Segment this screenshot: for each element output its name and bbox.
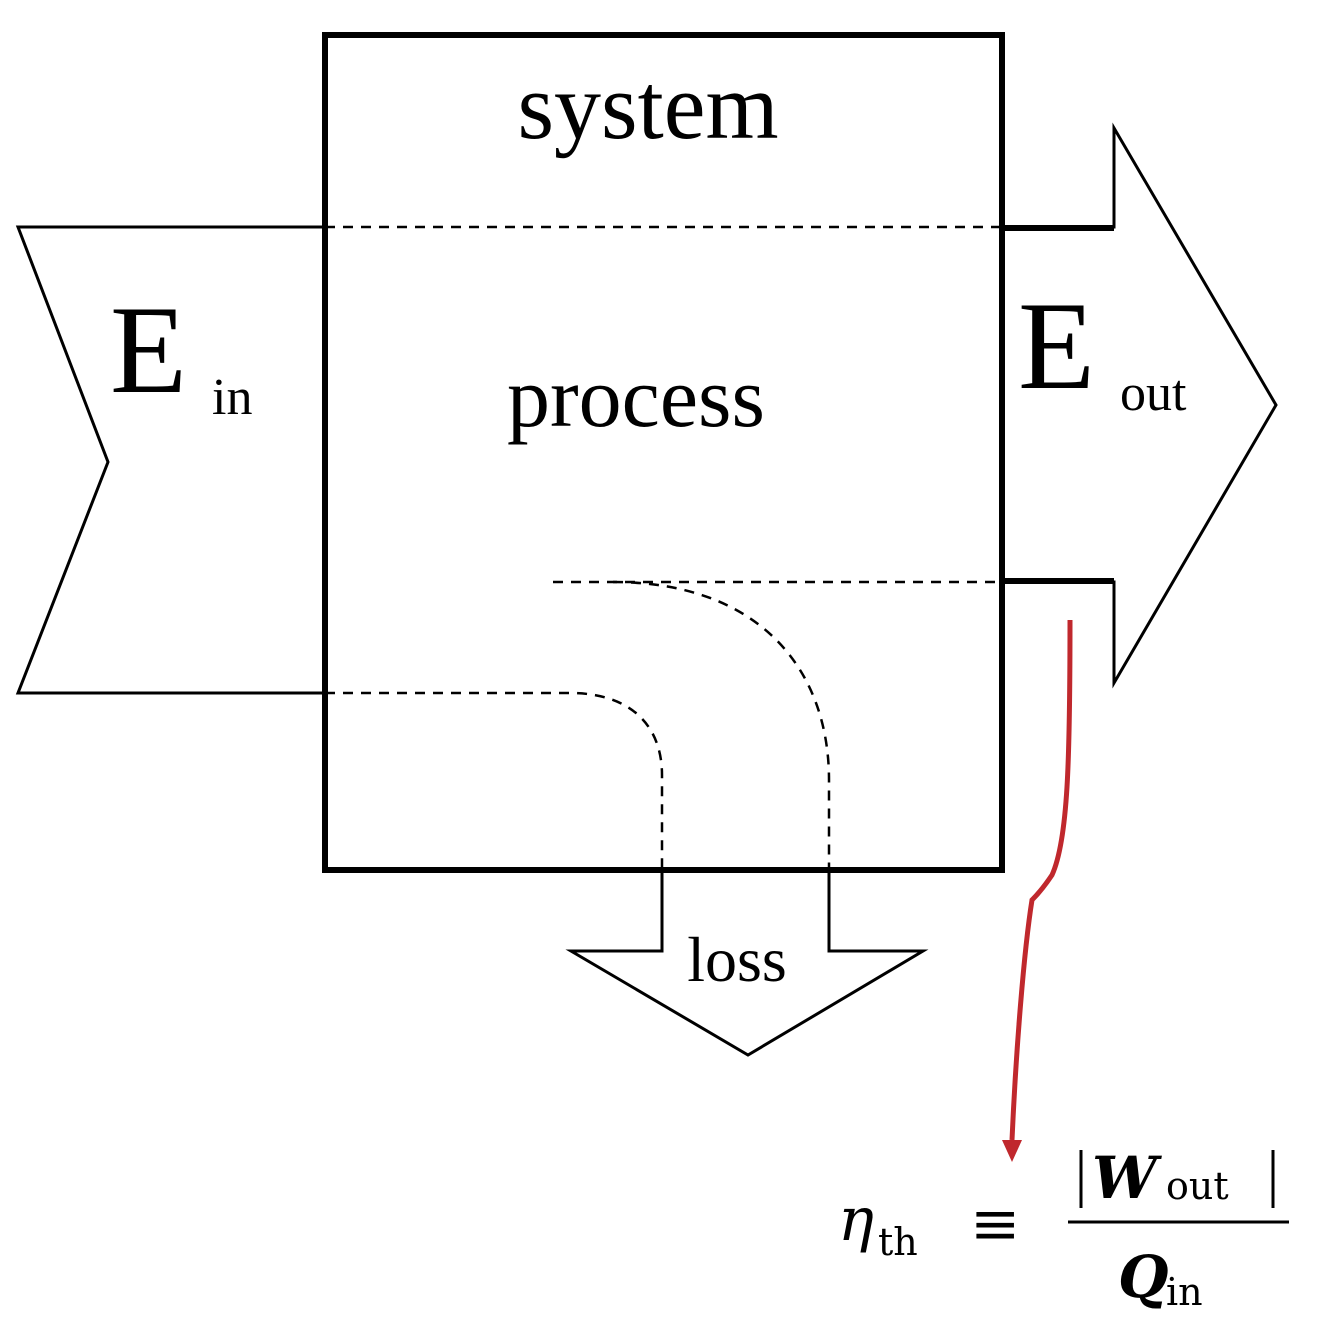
efficiency-lhs-subscript: th bbox=[878, 1220, 918, 1264]
loss-arrow bbox=[565, 870, 929, 1057]
denominator-subscript: in bbox=[1166, 1270, 1203, 1314]
input-symbol: E bbox=[110, 281, 187, 420]
loss-label: loss bbox=[687, 924, 787, 995]
efficiency-pointer bbox=[1009, 619, 1073, 1141]
efficiency-lhs-symbol: η bbox=[838, 1185, 874, 1255]
numerator-symbol: W bbox=[1092, 1144, 1162, 1212]
efficiency-relation: ≡ bbox=[970, 1189, 1020, 1259]
system-label: system bbox=[517, 55, 778, 159]
output-subscript: out bbox=[1120, 365, 1187, 422]
process-label: process bbox=[507, 349, 765, 445]
denominator-symbol: Q bbox=[1118, 1243, 1169, 1311]
efficiency-formula: η th ≡ W out Q in bbox=[838, 1144, 1289, 1314]
input-subscript: in bbox=[212, 369, 252, 426]
flow-dashed-loss-inner bbox=[325, 691, 664, 870]
output-symbol: E bbox=[1018, 277, 1095, 416]
system-box bbox=[322, 32, 1005, 873]
efficiency-pointer-arrowhead bbox=[1002, 1140, 1022, 1162]
numerator-subscript: out bbox=[1166, 1164, 1229, 1208]
input-arrow bbox=[15, 225, 325, 695]
flow-dashed-loss-outer bbox=[612, 580, 831, 870]
